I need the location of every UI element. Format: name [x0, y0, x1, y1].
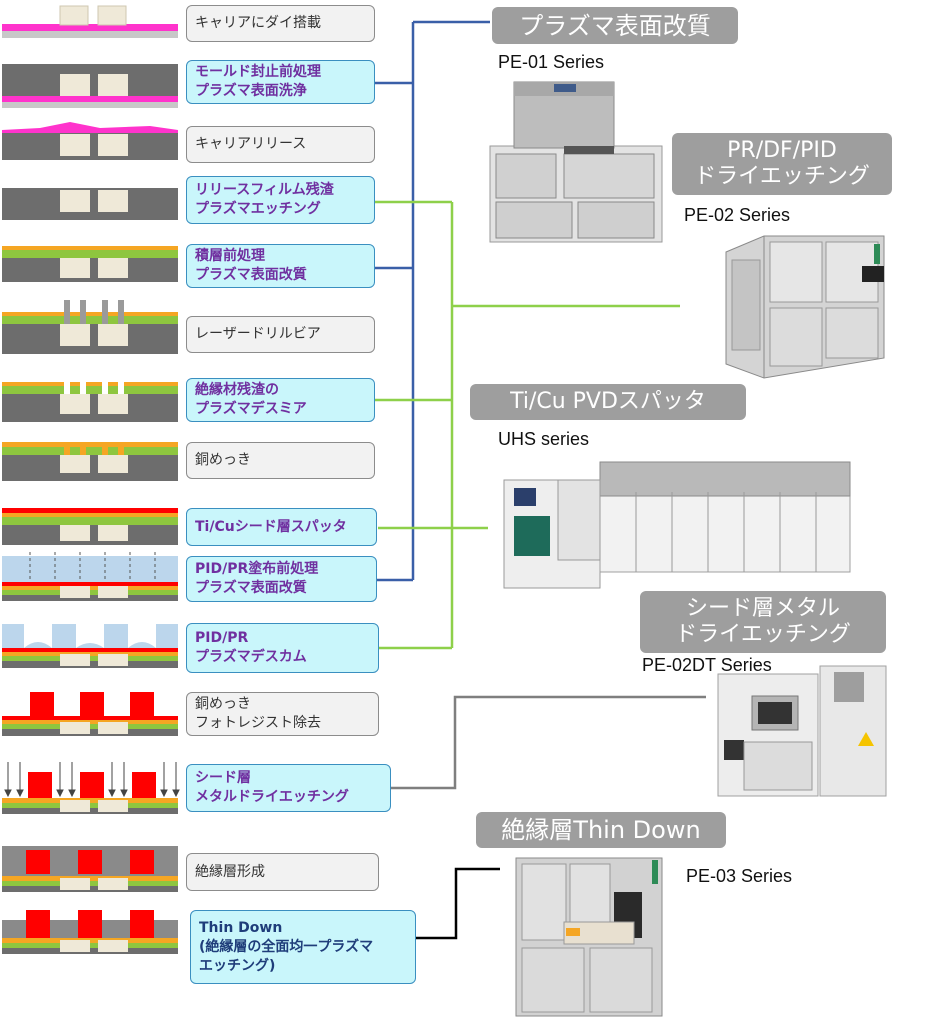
step-label: 積層前処理 — [195, 248, 265, 264]
step-label: プラズマ表面改質 — [195, 267, 307, 283]
cross-section-pr-strip — [2, 692, 178, 736]
banner-label: Ti/Cu PVDスパッタ — [510, 389, 706, 414]
gray-connector — [390, 695, 706, 790]
series-label-pe01: PE-01 Series — [498, 52, 605, 72]
cross-section-die-on-carrier — [2, 5, 178, 38]
step-label: 銅めっき — [195, 696, 251, 712]
cross-section-laser-via — [2, 300, 178, 354]
blue-connectors — [374, 20, 490, 582]
step-label: リリースフィルム残渣 — [195, 182, 334, 198]
step-label: シード層 — [195, 770, 251, 786]
metal-etcher-machine — [717, 665, 887, 797]
step-box-thin-down: Thin Down (絶縁層の全面均一プラズマ エッチング) — [190, 910, 416, 984]
step-box-release-residue: リリースフィルム残渣 プラズマエッチング — [186, 176, 375, 224]
cross-section-seed-sputter — [2, 508, 178, 545]
equipment-banner-surface-modification: プラズマ表面改質 — [492, 7, 738, 44]
plasma-cleaner-machine — [489, 81, 663, 243]
banner-label: プラズマ表面改質 — [519, 11, 711, 40]
dry-etcher-machine — [725, 235, 885, 379]
cross-section-release-residue — [2, 188, 178, 220]
step-label: PID/PR — [195, 630, 249, 646]
step-label: Ti/Cuシード層スパッタ — [195, 518, 347, 535]
cross-section-molding — [2, 64, 178, 108]
banner-label: 絶縁層Thin Down — [501, 816, 701, 844]
cross-section-desmear — [2, 382, 178, 422]
black-connector — [416, 867, 500, 940]
step-box-copper-plating: 銅めっき — [186, 442, 375, 479]
cross-section-insulation — [2, 846, 178, 892]
step-box-desmear: 絶縁材残渣の プラズマデスミア — [186, 378, 375, 422]
equipment-banner-dry-etching: PR/DF/PID ドライエッチング — [672, 133, 892, 195]
step-label: Thin Down — [199, 919, 283, 936]
step-label: エッチング) — [199, 957, 276, 974]
step-label: 絶縁材残渣の — [195, 382, 279, 398]
banner-label: シード層メタル — [685, 596, 840, 621]
banner-label: ドライエッチング — [694, 164, 870, 189]
step-label: プラズマ表面洗浄 — [195, 83, 307, 99]
step-label: PID/PR塗布前処理 — [195, 561, 319, 577]
series-label-pe02dt: PE-02DT Series — [642, 655, 772, 675]
step-box-laser-via: レーザードリルビア — [186, 316, 375, 353]
cross-section-descum — [2, 624, 178, 668]
equipment-banner-pvd-sputter: Ti/Cu PVDスパッタ — [470, 384, 746, 420]
cross-section-lamination — [2, 246, 178, 282]
series-label-pe03: PE-03 Series — [686, 866, 793, 886]
cross-section-seed-etch — [2, 762, 180, 814]
step-label: レーザードリルビア — [195, 326, 321, 342]
step-label: フォトレジスト除去 — [195, 715, 321, 731]
cross-section-carrier-release — [2, 122, 178, 160]
step-box-seed-sputter: Ti/Cuシード層スパッタ — [186, 508, 377, 546]
equipment-banner-metal-dry-etching: シード層メタル ドライエッチング — [640, 591, 886, 653]
step-label: モールド封止前処理 — [195, 64, 321, 80]
step-label: キャリアリリース — [195, 136, 307, 152]
step-label: プラズマエッチング — [195, 201, 321, 217]
green-connectors — [373, 200, 680, 650]
cross-section-thin-down — [2, 910, 178, 954]
step-box-lamination-pretreat: 積層前処理 プラズマ表面改質 — [186, 244, 375, 288]
step-box-pr-pretreat: PID/PR塗布前処理 プラズマ表面改質 — [186, 556, 377, 602]
step-box-mold-preclean: モールド封止前処理 プラズマ表面洗浄 — [186, 60, 375, 104]
step-box-insulation: 絶縁層形成 — [186, 853, 379, 891]
pvd-sputter-line — [503, 461, 851, 589]
step-label: プラズマデスミア — [195, 401, 307, 417]
step-label: 絶縁層形成 — [195, 863, 265, 880]
cross-section-copper-plating — [2, 442, 178, 481]
step-box-carrier-release: キャリアリリース — [186, 126, 375, 163]
step-label: メタルドライエッチング — [195, 789, 349, 805]
series-label-uhs: UHS series — [498, 429, 590, 449]
step-box-die-mount: キャリアにダイ搭載 — [186, 5, 375, 42]
step-label: プラズマ表面改質 — [195, 580, 307, 596]
cross-section-pr-coating — [2, 552, 178, 601]
step-label: 銅めっき — [195, 452, 251, 468]
banner-label: PR/DF/PID — [727, 138, 837, 163]
step-label: キャリアにダイ搭載 — [195, 15, 321, 31]
step-box-pr-strip: 銅めっき フォトレジスト除去 — [186, 692, 379, 736]
equipment-banner-thin-down: 絶縁層Thin Down — [476, 812, 726, 848]
step-label: プラズマデスカム — [195, 649, 307, 665]
banner-label: ドライエッチング — [675, 622, 851, 647]
step-box-descum: PID/PR プラズマデスカム — [186, 623, 379, 673]
thin-down-machine — [515, 857, 663, 1017]
step-label: (絶縁層の全面均一プラズマ — [199, 938, 374, 955]
series-label-pe02: PE-02 Series — [684, 205, 791, 225]
step-box-seed-etch: シード層 メタルドライエッチング — [186, 764, 391, 812]
